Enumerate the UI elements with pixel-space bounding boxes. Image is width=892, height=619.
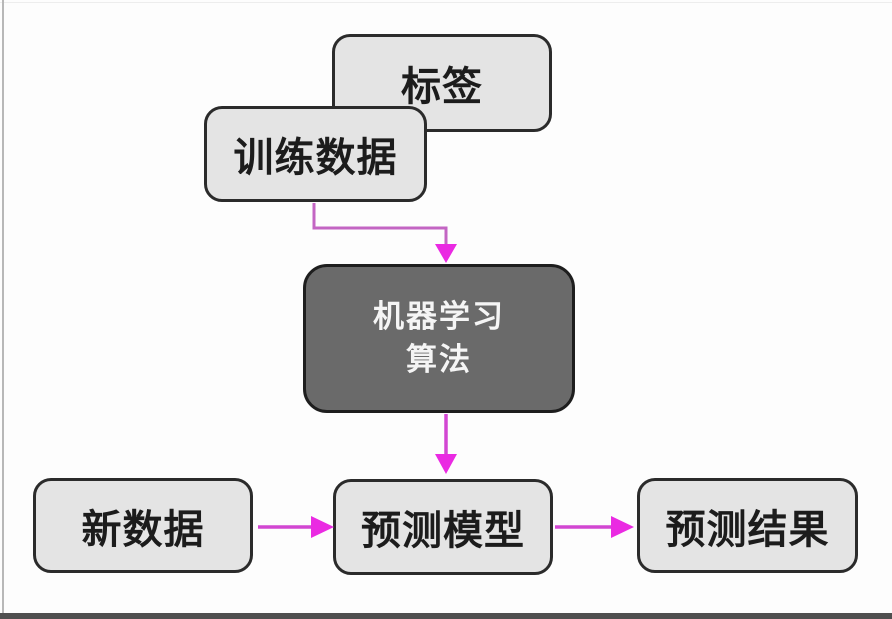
arrow-ml-algorithm-to-prediction-model — [435, 414, 457, 474]
frame-top-border — [0, 2, 892, 3]
node-prediction-model-text: 预测模型 — [361, 509, 525, 553]
arrow-prediction-model-to-prediction-result — [555, 516, 634, 538]
frame-bottom-bar — [0, 613, 892, 619]
arrow-training-data-to-ml-algorithm — [312, 203, 457, 263]
node-labels-text: 标签 — [401, 65, 483, 109]
node-ml-algorithm-text: 机器学习 算法 — [373, 298, 505, 377]
node-training-data-text: 训练数据 — [233, 136, 398, 180]
node-new-data: 新数据 — [33, 478, 253, 573]
node-new-data-text: 新数据 — [81, 507, 205, 552]
node-ml-algorithm: 机器学习 算法 — [303, 264, 575, 413]
node-prediction-model: 预测模型 — [333, 479, 553, 575]
node-prediction-result: 预测结果 — [637, 478, 858, 573]
node-prediction-result-text: 预测结果 — [665, 507, 830, 552]
frame-left-border — [2, 0, 4, 613]
arrow-new-data-to-prediction-model — [258, 516, 334, 538]
node-training-data: 训练数据 — [204, 106, 427, 202]
